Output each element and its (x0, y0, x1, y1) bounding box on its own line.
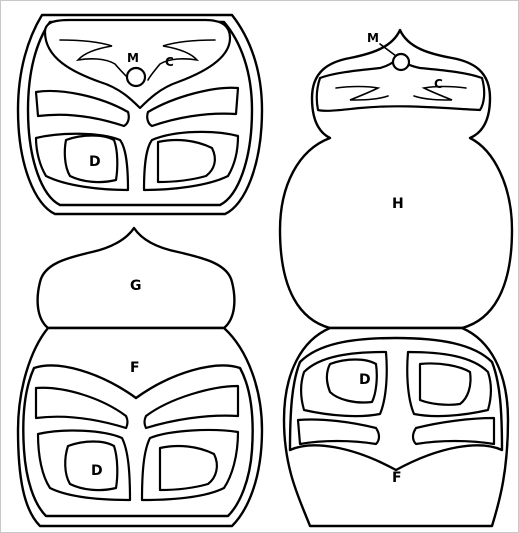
top-right-label-c: C (434, 77, 443, 91)
bottom-left-label-d: D (91, 463, 103, 479)
section-bottom-left: G F D (18, 228, 262, 526)
bottom-left-label-g: G (130, 278, 142, 294)
top-right-label-h: H (392, 196, 404, 212)
top-left-circle-m (127, 68, 145, 86)
bottom-right-label-f: F (392, 470, 402, 486)
top-right-label-m: M (367, 31, 379, 45)
bottom-left-right-shape (160, 446, 217, 490)
bottom-left-label-f: F (130, 360, 140, 376)
bottom-right-label-d: D (359, 372, 371, 388)
top-left-label-m: M (127, 51, 139, 65)
bottom-right-right-shape (420, 363, 471, 404)
section-top-left: M C D (18, 15, 262, 214)
top-left-label-d: D (89, 154, 101, 170)
section-bottom-right: D F (284, 328, 508, 526)
section-top-right: M C H (280, 30, 512, 328)
top-left-right-shape (158, 140, 215, 182)
top-left-label-c: C (165, 55, 174, 69)
